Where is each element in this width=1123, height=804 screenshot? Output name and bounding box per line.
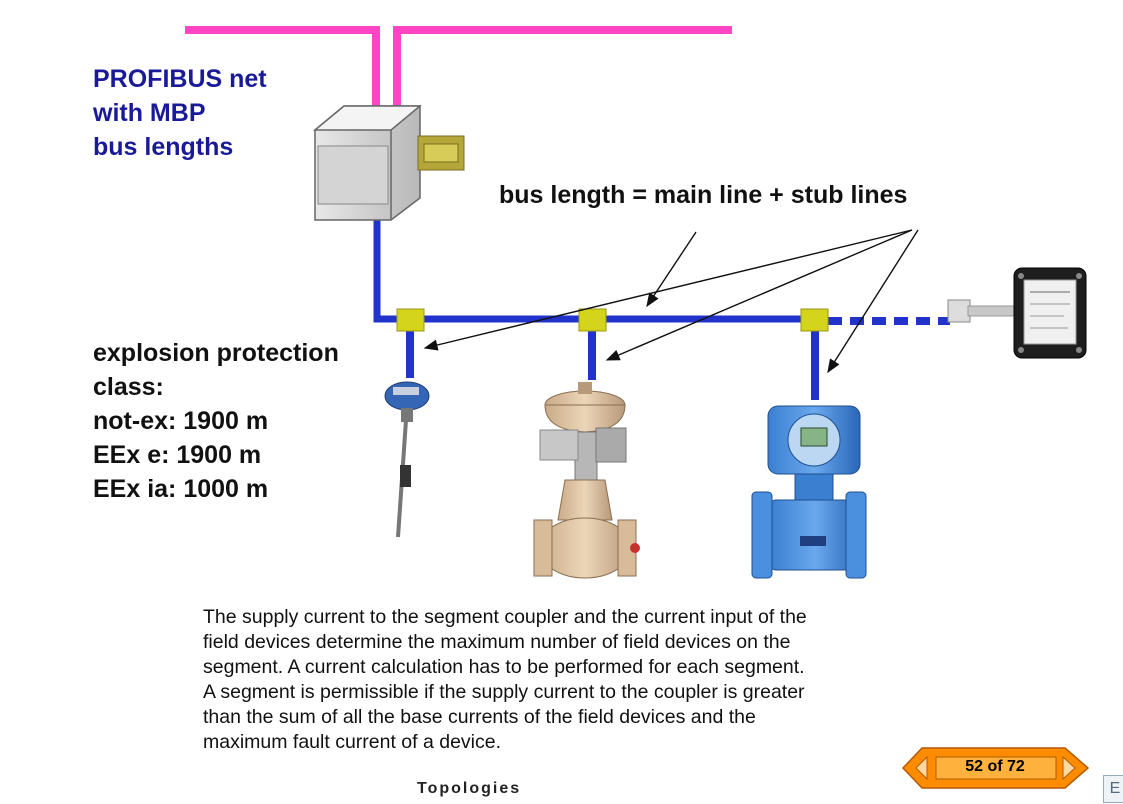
bus-length-formula: bus length = main line + stub lines	[499, 181, 908, 209]
page-counter: 52 of 72	[965, 758, 1025, 775]
explosion-line: not-ex: 1900 m	[93, 407, 269, 435]
control-valve-icon	[533, 382, 640, 579]
explosion-line: EEx e: 1900 m	[93, 441, 262, 469]
nav-arrow-shape	[901, 747, 1090, 789]
title-line: bus lengths	[93, 133, 234, 161]
segment-coupler-icon	[312, 105, 465, 221]
explosion-line: class:	[93, 373, 164, 401]
bus-terminator-icon	[947, 267, 1087, 359]
explosion-line: explosion protection	[93, 339, 339, 367]
annotation-arrows	[423, 229, 919, 374]
mbp-main-line	[373, 218, 808, 323]
corner-button[interactable]: E	[1103, 775, 1123, 803]
profibus-dp-line	[185, 26, 732, 110]
title-line: with MBP	[93, 99, 206, 127]
flowmeter-icon	[751, 405, 867, 579]
footer-label: Topologies	[417, 780, 522, 797]
description-line: field devices determine the maximum numb…	[203, 631, 791, 653]
diagram-title: PROFIBUS net with MBP bus lengths	[93, 62, 267, 164]
junction-boxes	[396, 308, 829, 332]
description-text: The supply current to the segment couple…	[203, 605, 903, 755]
title-line: PROFIBUS net	[93, 65, 267, 93]
explosion-protection-info: explosion protection class: not-ex: 1900…	[93, 336, 339, 506]
description-line: segment. A current calculation has to be…	[203, 656, 805, 678]
temperature-sensor-icon	[384, 381, 430, 538]
description-line: A segment is permissible if the supply c…	[203, 681, 805, 703]
description-line: The supply current to the segment couple…	[203, 606, 807, 628]
description-line: maximum fault current of a device.	[203, 731, 502, 753]
stub-lines	[406, 322, 819, 400]
description-line: than the sum of all the base currents of…	[203, 706, 756, 728]
explosion-line: EEx ia: 1000 m	[93, 475, 269, 503]
